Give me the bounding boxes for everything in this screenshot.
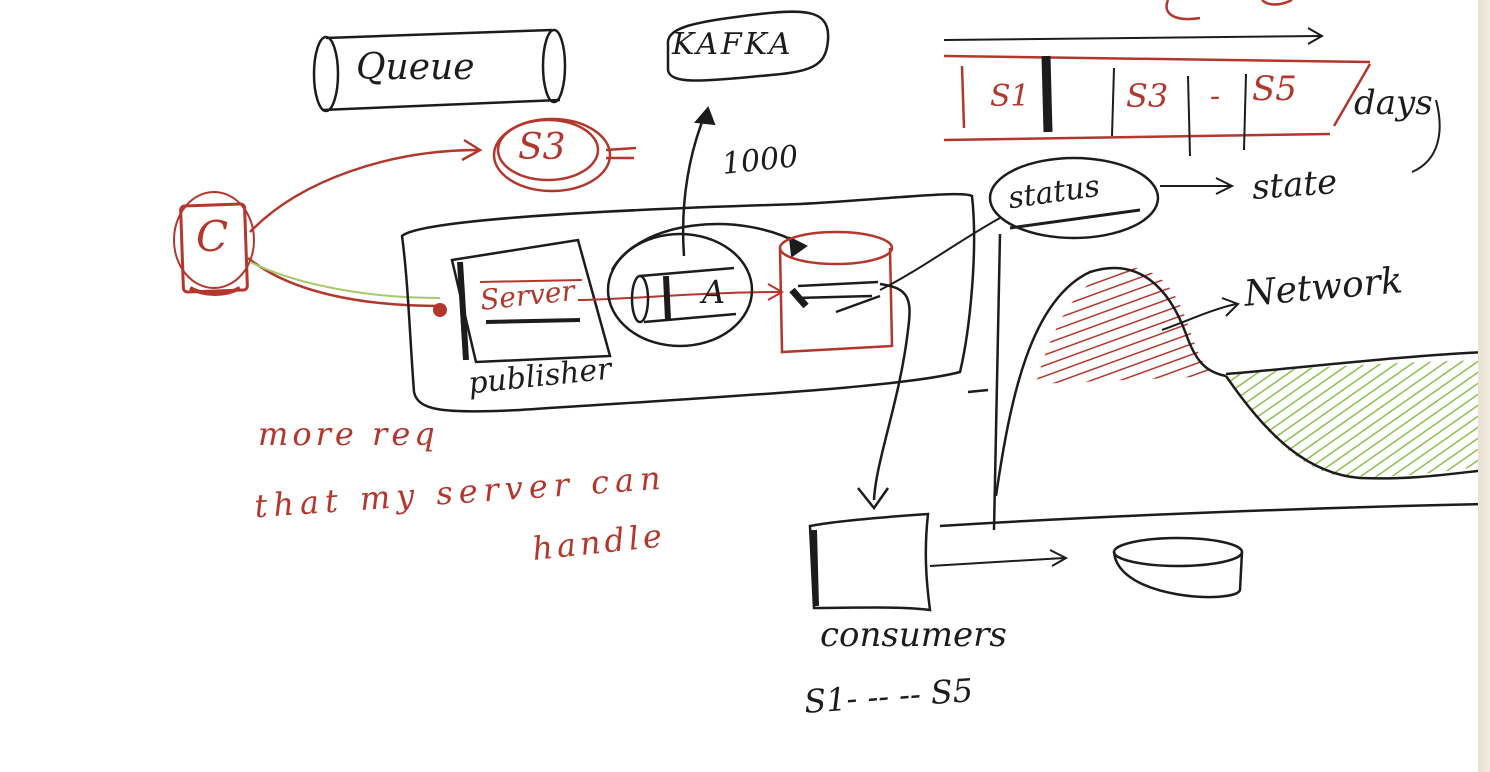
partition-label: S1 (990, 79, 1030, 114)
arrow-client-to-s3-head (461, 138, 483, 162)
kafka-label: KAFKA (672, 27, 794, 62)
partition-log (943, 27, 1372, 157)
days-brace (1411, 99, 1441, 173)
line-db-to-consumers (872, 282, 911, 501)
arrow-consumers-to-store (929, 557, 1065, 567)
system-container (400, 192, 976, 413)
green-hatch-area (1226, 360, 1486, 477)
green-area-outline (1224, 350, 1487, 480)
network-curve (994, 266, 1227, 497)
arrow-to-network (1161, 303, 1237, 331)
kafka-box (666, 10, 830, 82)
network-hatch-area (1036, 267, 1216, 384)
inner-queue-label: A (702, 273, 726, 311)
consumers-box (808, 512, 932, 612)
client-label: C (196, 212, 229, 261)
line-db-to-consumers-head (857, 487, 890, 511)
arrow-client-to-server-green (249, 261, 441, 299)
graph-axes (939, 233, 1487, 531)
partition-label: S5 (1252, 69, 1297, 109)
server-box (450, 238, 612, 364)
store-bowl (1112, 536, 1244, 599)
consumers-label: consumers (820, 615, 1007, 655)
arrow-to-network-head (1221, 297, 1240, 317)
frame-edge (1478, 0, 1490, 772)
db-cylinder (778, 230, 894, 354)
line-db-to-status (879, 217, 1001, 291)
note-line-1: more req (258, 415, 439, 453)
status-underline (1009, 208, 1141, 230)
client-box (173, 191, 255, 296)
partition-label: S3 (1126, 77, 1169, 115)
state-label: state (1250, 162, 1339, 208)
arrow-to-kafka-head (694, 106, 716, 126)
queue-cylinder (312, 28, 567, 113)
queue-label: Queue (356, 47, 475, 88)
s3-circle (492, 117, 637, 193)
s3-label: S3 (518, 127, 566, 168)
red-partial-shape (1165, 0, 1293, 21)
arrow-queue-to-db-head (788, 236, 808, 258)
arrow-queue-to-db (610, 222, 801, 271)
status-ellipse (988, 156, 1160, 240)
count-label: 1000 (720, 139, 800, 182)
arrow-client-to-s3 (249, 148, 479, 233)
arrow-consumers-to-store-head (1049, 549, 1069, 567)
inner-queue (606, 232, 754, 348)
partition-label: - (1210, 79, 1221, 114)
arrow-to-kafka (681, 111, 708, 257)
server-input-dot (433, 303, 447, 317)
db-inner-marks (789, 280, 881, 314)
arrow-client-to-server (247, 257, 441, 308)
days-label: days (1354, 83, 1433, 123)
arrow-status-to-state-head (1215, 177, 1235, 195)
